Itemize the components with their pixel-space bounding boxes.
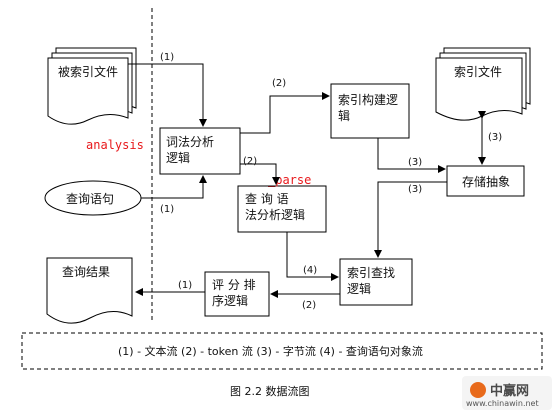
score-sort-line2: 序逻辑	[212, 293, 248, 308]
edge-label-3: (3)	[488, 132, 502, 143]
edge-label-2: (2)	[272, 78, 286, 89]
indexed-files-node: 被索引文件	[47, 47, 137, 125]
index-build-line1: 索引构建逻	[338, 92, 398, 107]
edge-label-8: (4)	[303, 265, 317, 276]
edge-build-to-storage	[377, 138, 446, 173]
index-search-line2: 逻辑	[347, 282, 371, 296]
analysis-annotation: analysis	[86, 138, 144, 152]
legend-text: (1) - 文本流 (2) - token 流 (3) - 字节流 (4) - …	[118, 344, 423, 358]
index-build-node: 索引构建逻 辑	[330, 83, 410, 139]
edge-label-6: (3)	[408, 184, 422, 195]
edge-label-1: (1)	[160, 52, 174, 63]
index-search-node: 索引查找 逻辑	[339, 258, 413, 306]
edge-indexed-to-lexical	[128, 63, 207, 127]
storage-abstraction-node: 存储抽象	[446, 165, 525, 197]
lexical-label-line2: 逻辑	[166, 151, 190, 165]
index-files-node: 索引文件	[435, 47, 531, 121]
watermark: 中赢网 www.chinawin.net	[462, 376, 552, 410]
legend-box	[21, 332, 543, 370]
query-parse-line1: 查 询 语	[245, 192, 289, 206]
watermark-brand: 中赢网	[490, 383, 529, 399]
query-parse-node: 查 询 语 法分析逻辑	[237, 185, 327, 233]
figure-caption: 图 2.2 数据流图	[230, 384, 310, 398]
edge-label-5: (3)	[408, 157, 422, 168]
score-sort-line1: 评 分 排	[212, 278, 256, 292]
index-files-label: 索引文件	[454, 64, 502, 79]
edge-query-to-lexical	[141, 175, 207, 199]
query-result-label: 查询结果	[62, 265, 110, 279]
edge-parse-to-search	[286, 232, 339, 281]
query-sentence-label: 查询语句	[66, 192, 114, 206]
query-result-node: 查询结果	[46, 257, 133, 324]
edge-label-4: (2)	[243, 156, 257, 167]
score-sort-node: 评 分 排 序逻辑	[204, 271, 270, 317]
lexical-analysis-node: 词法分析 逻辑	[159, 127, 241, 175]
watermark-logo-icon	[470, 382, 486, 398]
query-parse-line2: 法分析逻辑	[245, 208, 305, 222]
edge-storage-to-search	[374, 181, 447, 258]
edge-label-10: (1)	[178, 280, 192, 291]
edge-lexical-to-build	[240, 92, 330, 134]
index-search-line1: 索引查找	[347, 266, 395, 280]
parse-annotation: _parse	[268, 173, 311, 187]
edge-lexical-to-parse	[240, 163, 280, 185]
edge-label-7: (1)	[160, 204, 174, 215]
watermark-url: www.chinawin.net	[466, 399, 539, 408]
edge-label-9: (2)	[302, 300, 316, 311]
lexical-label-line1: 词法分析	[166, 135, 214, 149]
storage-label: 存储抽象	[462, 174, 510, 189]
index-build-line2: 辑	[338, 109, 350, 123]
indexed-files-label: 被索引文件	[58, 64, 118, 79]
query-sentence-node: 查询语句	[44, 180, 142, 216]
